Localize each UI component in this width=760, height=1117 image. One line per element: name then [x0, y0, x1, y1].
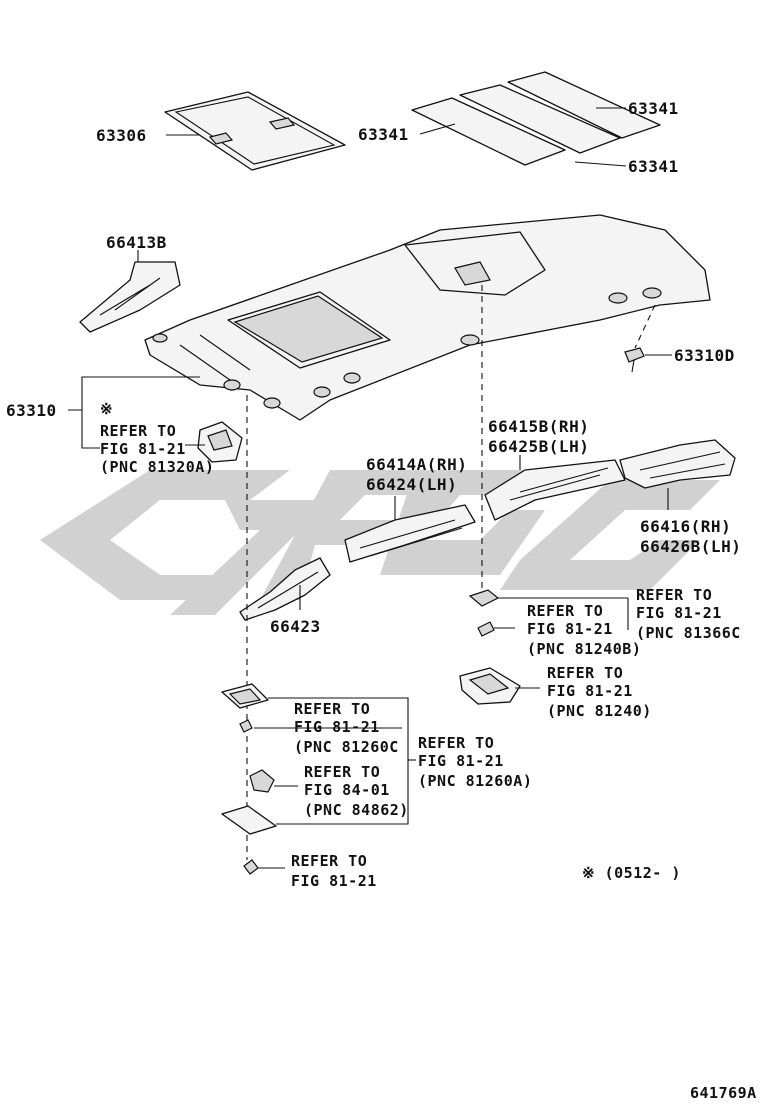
part-84862-switch [249, 769, 275, 793]
ref-81320A-line-3: (PNC 81320A) [100, 458, 214, 476]
ref-81260C: REFER TO FIG 81-21 (PNC 81260C [294, 700, 399, 756]
label-63310D: 63310D [674, 346, 735, 365]
ref-81366C-line-2: FIG 81-21 [636, 604, 722, 622]
part-81240B-bulb [477, 621, 495, 637]
note-production-range: ※ (0512- ) [582, 864, 681, 882]
part-63341-pads [411, 71, 661, 166]
ref-81320A-line-2: FIG 81-21 [100, 440, 186, 458]
part-63310-headliner [144, 214, 711, 421]
part-8121-screw [243, 859, 259, 875]
dash-63310D [634, 304, 656, 349]
part-81260C-lamp-cover [221, 683, 269, 709]
ref-8121: REFER TO FIG 81-21 [291, 852, 377, 890]
ref-81240-line-1: REFER TO [547, 664, 623, 682]
ref-81260C-line-1: REFER TO [294, 700, 370, 718]
label-66415B: 66415B(RH) [488, 417, 589, 436]
ref-81260A-line-2: FIG 81-21 [418, 752, 504, 770]
ref-81240B: REFER TO FIG 81-21 (PNC 81240B) [527, 602, 641, 658]
label-63306: 63306 [96, 126, 147, 145]
ref-84862-line-3: (PNC 84862) [304, 801, 409, 819]
ref-81240B-line-1: REFER TO [527, 602, 603, 620]
ref-81366C-line-3: (PNC 81366C [636, 624, 741, 642]
ref-81320A: REFER TO FIG 81-21 (PNC 81320A) [100, 422, 214, 476]
part-81320A-clip [197, 421, 243, 463]
label-66423: 66423 [270, 617, 321, 636]
part-81366C-lamp [468, 589, 500, 607]
leader-63341-bottom [574, 161, 627, 167]
ref-81366C: REFER TO FIG 81-21 (PNC 81366C [636, 586, 741, 642]
ref-84862-line-2: FIG 84-01 [304, 781, 390, 799]
ref-8121-line-1: REFER TO [291, 852, 367, 870]
part-63310D-clip [624, 347, 645, 373]
label-63341-left: 63341 [358, 125, 409, 144]
bracket-81260A [268, 697, 409, 825]
label-66425B: 66425B(LH) [488, 437, 589, 456]
ref-81260A-line-1: REFER TO [418, 734, 494, 752]
ref-81240B-line-2: FIG 81-21 [527, 620, 613, 638]
label-66426B: 66426B(LH) [640, 537, 741, 556]
ref-81240B-line-3: (PNC 81240B) [527, 640, 641, 658]
part-66423-pad [239, 557, 331, 621]
label-63310: 63310 [6, 401, 57, 420]
ref-81260C-line-2: FIG 81-21 [294, 718, 380, 736]
part-66415B-pad [484, 459, 626, 521]
part-66416-pad [619, 439, 736, 489]
note-mark: ※ [100, 400, 113, 418]
ref-81320A-line-1: REFER TO [100, 422, 176, 440]
part-63306-sunshade [164, 91, 346, 171]
ref-84862-line-1: REFER TO [304, 763, 380, 781]
ref-81240: REFER TO FIG 81-21 (PNC 81240) [547, 664, 652, 720]
ref-81240-line-2: FIG 81-21 [547, 682, 633, 700]
ref-81366C-line-1: REFER TO [636, 586, 712, 604]
part-81260C-bulb [239, 719, 253, 733]
label-66424: 66424(LH) [366, 475, 457, 494]
ref-81260A: REFER TO FIG 81-21 (PNC 81260A) [418, 734, 532, 790]
leader-63341-left [419, 123, 456, 135]
part-81260A-lens [221, 805, 277, 835]
ref-8121-line-2: FIG 81-21 [291, 872, 377, 890]
part-66413B-pad [79, 261, 181, 333]
label-66414A: 66414A(RH) [366, 455, 467, 474]
label-66413B: 66413B [106, 233, 167, 252]
ref-81260C-line-3: (PNC 81260C [294, 738, 399, 756]
figure-id: 641769A [690, 1084, 757, 1102]
label-63341-bottom: 63341 [628, 157, 679, 176]
label-66416: 66416(RH) [640, 517, 731, 536]
bracket-63310-ref [81, 410, 100, 449]
ref-81260A-line-3: (PNC 81260A) [418, 772, 532, 790]
ref-81240-line-3: (PNC 81240) [547, 702, 652, 720]
part-81240-map-lamp [459, 667, 521, 705]
leader-63310 [68, 376, 200, 411]
label-63341-top: 63341 [628, 99, 679, 118]
ref-84862: REFER TO FIG 84-01 (PNC 84862) [304, 763, 409, 819]
